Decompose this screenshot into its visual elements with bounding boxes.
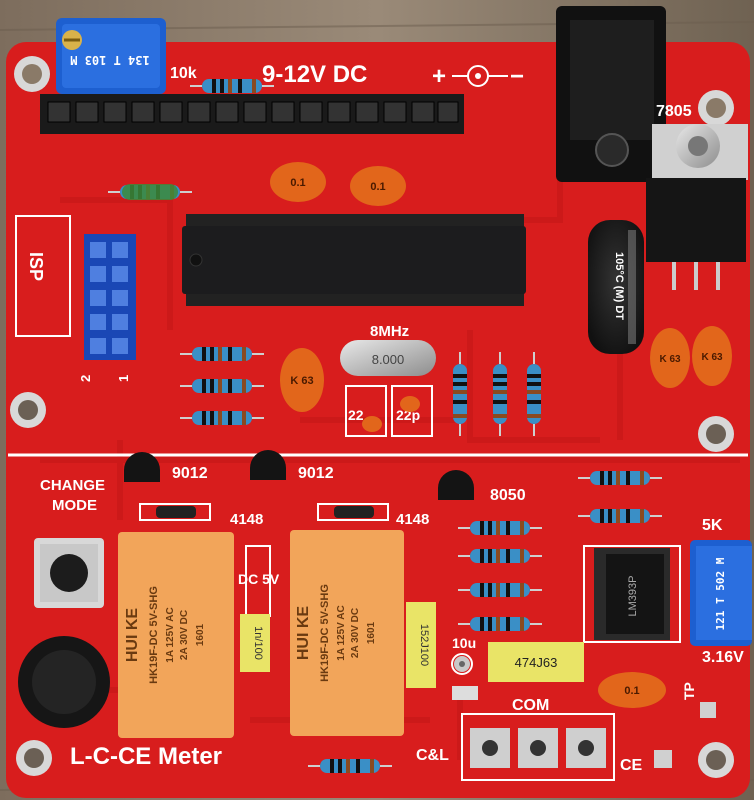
relay-2-rating-ac: 1A 125V AC [336, 605, 347, 660]
trimmer-10k: 134 T 103 M [56, 18, 166, 94]
diode-2-label: 4148 [396, 511, 429, 528]
svg-text:0.1: 0.1 [370, 181, 385, 193]
mounting-hole-bottom-right [698, 742, 734, 778]
voltage-label: 3.16V [702, 649, 744, 666]
ceramic-cap-bottom: 0.1 [598, 672, 666, 708]
svg-text:K 63: K 63 [659, 354, 681, 365]
terminal-outline [461, 713, 615, 781]
trimmer-10k-marking: 134 T 103 M [70, 53, 149, 67]
trimmer-5k: 121 T 502 M [690, 540, 752, 646]
svg-text:LM393P: LM393P [627, 576, 639, 617]
relay-1-rating-ac: 1A 125V AC [165, 607, 176, 662]
isp-pin-2: 2 [78, 375, 93, 382]
mounting-hole-top-left [14, 56, 50, 92]
transistor-3-label: 8050 [490, 487, 526, 504]
terminal-pad-3 [566, 728, 606, 768]
transistor-9012-b [250, 450, 286, 480]
relay-2-rating-dc: 2A 30V DC [350, 608, 361, 658]
svg-text:1n/100: 1n/100 [252, 626, 264, 660]
film-cap-1n: 1n/100 [240, 614, 270, 672]
film-cap-474: 474J63 [488, 642, 584, 682]
relay-1-rating-dc: 2A 30V DC [179, 610, 190, 660]
change-mode-button[interactable] [34, 538, 104, 608]
transistor-8050 [438, 470, 474, 500]
cap-10u-label: 10u [452, 635, 476, 651]
svg-text:152J100: 152J100 [418, 624, 430, 666]
mounting-hole-top-right [698, 90, 734, 126]
voltage-regulator-7805 [646, 124, 748, 290]
electrolytic-marking: 105°C (M) DT [613, 252, 625, 320]
svg-text:8.000: 8.000 [372, 352, 405, 367]
isp-pin-1: 1 [116, 375, 131, 382]
svg-text:K 63: K 63 [701, 352, 723, 363]
change-mode-label-2: MODE [52, 497, 97, 514]
trimmer-5k-label: 5K [702, 517, 723, 534]
isp-label: ISP [26, 252, 46, 281]
cl-label: C&L [416, 747, 449, 764]
tantalum-cap-right-1: K 63 [650, 328, 690, 388]
comparator-lm393: LM393P [583, 545, 681, 643]
cap-10u-footprint [451, 653, 473, 675]
svg-text:474J63: 474J63 [515, 655, 558, 670]
transistor-2-label: 9012 [298, 465, 334, 482]
svg-text:K 63: K 63 [290, 375, 313, 387]
cap-22-label: 22 [348, 407, 364, 423]
svg-text:+: + [432, 63, 446, 90]
tp-label: TP [681, 682, 697, 700]
tp-pad [700, 702, 716, 718]
mounting-hole-bottom-left [16, 740, 52, 776]
transistor-1-label: 9012 [172, 465, 208, 482]
tantalum-cap-right-2: K 63 [692, 326, 732, 386]
terminal-pad-2 [518, 728, 558, 768]
transistor-9012-a [124, 452, 160, 482]
microcontroller-dip28 [182, 214, 526, 306]
crystal-8mhz: 8.000 [340, 340, 436, 376]
svg-text:−: − [510, 63, 524, 90]
mounting-hole-mid-left [10, 392, 46, 428]
tantalum-cap-left: K 63 [280, 348, 324, 412]
board-title: L-C-CE Meter [70, 743, 222, 770]
relay-1-date: 1601 [195, 623, 206, 646]
diode-1-label: 4148 [230, 511, 263, 528]
crystal-label: 8MHz [370, 323, 409, 340]
change-mode-label-1: CHANGE [40, 477, 105, 494]
relay-2-model: HK19F-DC 5V-SHG [319, 584, 331, 682]
film-cap-152: 152J100 [406, 602, 436, 688]
relay-2: HUI KE HK19F-DC 5V-SHG 1A 125V AC 2A 30V… [290, 530, 404, 736]
svg-text:0.1: 0.1 [624, 685, 639, 697]
diode-4148-b [317, 503, 389, 521]
com-label: COM [512, 697, 549, 714]
isp-outline [15, 215, 71, 337]
diode-4148-a [139, 503, 211, 521]
svg-text:121 T 502 M: 121 T 502 M [714, 557, 727, 630]
electrolytic-capacitor: 105°C (M) DT [588, 220, 644, 354]
relay-2-brand: HUI KE [295, 606, 312, 661]
smd-part [452, 686, 478, 700]
power-input-label: 9-12V DC [262, 61, 367, 88]
ceramic-cap-top-1: 0.1 [270, 162, 326, 202]
isp-header [84, 234, 136, 360]
power-inductor [18, 636, 110, 728]
polarity-symbol: + − [432, 63, 524, 90]
relay-1-brand: HUI KE [124, 608, 141, 663]
svg-text:0.1: 0.1 [290, 177, 305, 189]
trimmer-10k-label: 10k [170, 65, 197, 82]
relay-1: HUI KE HK19F-DC 5V-SHG 1A 125V AC 2A 30V… [118, 532, 234, 738]
ce-pad [654, 750, 672, 768]
ceramic-cap-22p-a [362, 416, 382, 432]
dc-5v-label: DC 5V [238, 571, 280, 587]
mounting-hole-mid-right [698, 416, 734, 452]
ceramic-cap-22p-b [400, 396, 420, 412]
relay-2-date: 1601 [366, 621, 377, 644]
header-socket-strip [40, 94, 464, 134]
ceramic-cap-top-2: 0.1 [350, 166, 406, 206]
terminal-pad-1 [470, 728, 510, 768]
dc-power-jack [556, 6, 666, 182]
relay-1-model: HK19F-DC 5V-SHG [148, 586, 160, 684]
regulator-label: 7805 [656, 103, 692, 120]
ce-label: CE [620, 757, 643, 774]
